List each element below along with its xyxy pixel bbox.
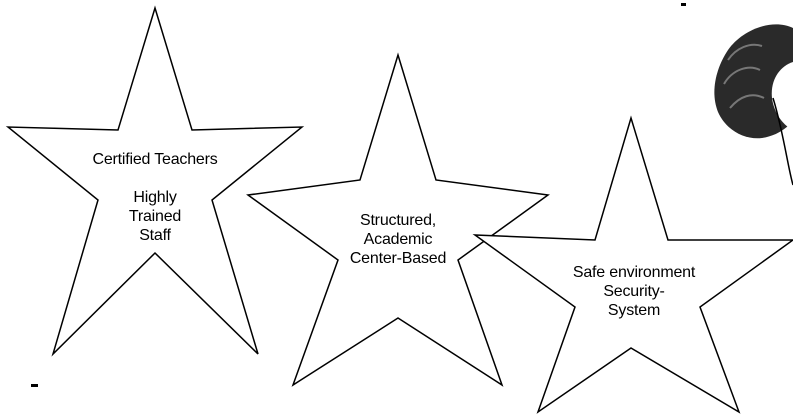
star-1-line-4: Trained bbox=[55, 207, 255, 226]
star-3-line-3: System bbox=[544, 301, 724, 320]
star-2-line-3: Center-Based bbox=[318, 249, 478, 268]
star-label-1: Certified Teachers Highly Trained Staff bbox=[55, 150, 255, 245]
dash-mark bbox=[31, 384, 38, 387]
star-1-line-3: Highly bbox=[55, 188, 255, 207]
star-3-line-2: Security- bbox=[544, 282, 724, 301]
cartoon-girl-illustration bbox=[714, 24, 793, 185]
star-1-line-5: Staff bbox=[55, 226, 255, 245]
star-label-2: Structured, Academic Center-Based bbox=[318, 211, 478, 268]
speck-mark bbox=[681, 3, 686, 6]
star-1-line-1: Certified Teachers bbox=[55, 150, 255, 169]
star-1-gap bbox=[55, 169, 255, 188]
star-3-line-1: Safe environment bbox=[544, 263, 724, 282]
star-2-line-1: Structured, bbox=[318, 211, 478, 230]
star-label-3: Safe environment Security- System bbox=[544, 263, 724, 320]
star-2-line-2: Academic bbox=[318, 230, 478, 249]
